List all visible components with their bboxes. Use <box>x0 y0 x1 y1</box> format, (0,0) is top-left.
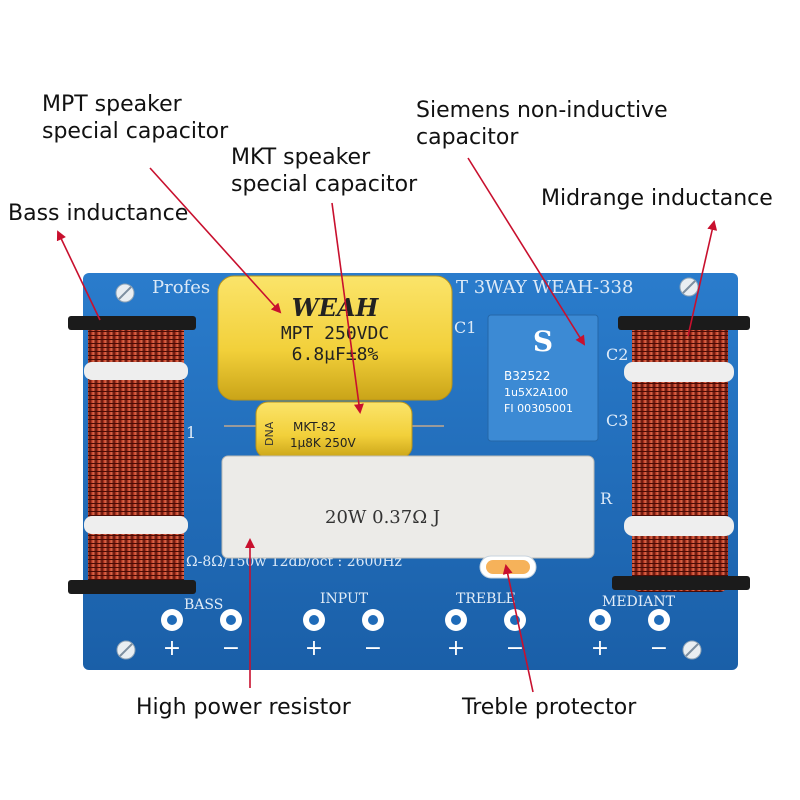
label-siemens-capacitor: Siemens non-inductive capacitor <box>416 97 668 151</box>
label-mpt-line1: MPT speaker <box>42 92 182 117</box>
pcb-ref-c3: C3 <box>606 411 628 430</box>
section-bass: BASS <box>184 597 223 613</box>
polarity-minus-treble: − <box>506 636 524 661</box>
pcb-ref-r: R <box>600 489 613 508</box>
siemens-capacitor: S B32522 1u5X2A100 FI 00305001 <box>487 314 599 442</box>
polarity-plus-treble: + <box>447 636 465 661</box>
label-mkt-line1: MKT speaker <box>231 145 371 170</box>
label-siemens-line1: Siemens non-inductive <box>416 98 668 123</box>
mpt-line1: MPT 250VDC <box>281 323 389 344</box>
terminal-treble-plus[interactable] <box>445 609 467 631</box>
resistor-text: 20W 0.37Ω J <box>325 507 440 528</box>
label-mkt-line2: special capacitor <box>231 172 418 197</box>
arrow-mkt-capacitor <box>331 202 364 414</box>
screw-icon <box>682 640 702 660</box>
pcb-ref-c1: C1 <box>454 318 476 337</box>
polarity-plus-mid: + <box>591 636 609 661</box>
siemens-line1: B32522 <box>504 369 550 383</box>
terminal-input-minus[interactable] <box>362 609 384 631</box>
label-mpt-line2: special capacitor <box>42 119 229 144</box>
siemens-line2: 1u5X2A100 <box>504 386 568 399</box>
polarity-plus-bass: + <box>163 636 181 661</box>
mkt-side: DNA <box>263 421 276 446</box>
label-bass-inductance: Bass inductance <box>8 201 189 226</box>
arrow-bass-inductance <box>56 230 101 321</box>
section-treble: TREBLE <box>456 591 516 607</box>
label-power-resistor: High power resistor <box>136 695 351 720</box>
polarity-plus-input: + <box>305 636 323 661</box>
screw-icon <box>116 640 136 660</box>
polarity-minus-mid: − <box>650 636 668 661</box>
screw-icon <box>115 283 135 303</box>
mkt-line1: MKT-82 <box>293 420 336 434</box>
label-treble-protector: Treble protector <box>462 695 637 720</box>
label-siemens-line2: capacitor <box>416 125 519 150</box>
terminal-input-plus[interactable] <box>303 609 325 631</box>
siemens-line3: FI 00305001 <box>504 402 573 415</box>
mkt-capacitor: DNA MKT-82 1μ8K 250V <box>224 401 444 459</box>
section-input: INPUT <box>320 591 369 607</box>
power-resistor: 20W 0.37Ω J <box>221 455 595 559</box>
mkt-line2: 1μ8K 250V <box>290 436 356 450</box>
bass-inductor <box>68 316 196 594</box>
pcb-ref-c2: C2 <box>606 345 628 364</box>
terminal-bass-plus[interactable] <box>161 609 183 631</box>
label-mkt-capacitor: MKT speaker special capacitor <box>231 144 417 198</box>
arrow-siemens-capacitor <box>467 157 586 346</box>
arrow-midrange-inductance <box>687 220 718 337</box>
pcb-title-right: T 3WAY WEAH-338 <box>456 277 633 298</box>
terminal-mid-minus[interactable] <box>648 609 670 631</box>
polarity-minus-input: − <box>364 636 382 661</box>
mpt-brand: WEAH <box>292 293 380 322</box>
polarity-minus-bass: − <box>222 636 240 661</box>
pcb-title-left: Profes <box>152 277 210 298</box>
terminal-mid-plus[interactable] <box>589 609 611 631</box>
label-mpt-capacitor: MPT speaker special capacitor <box>42 91 228 145</box>
mpt-capacitor: WEAH MPT 250VDC 6.8μF±8% <box>217 275 453 401</box>
arrow-mpt-capacitor <box>149 167 282 314</box>
siemens-logo-icon: S <box>533 325 553 358</box>
midrange-inductor <box>612 316 750 592</box>
terminal-treble-minus[interactable] <box>504 609 526 631</box>
section-mediant: MEDIANT <box>602 594 676 610</box>
arrow-treble-protector <box>502 564 534 693</box>
screw-icon <box>679 277 699 297</box>
terminal-bass-minus[interactable] <box>220 609 242 631</box>
pcb-ref-1: 1 <box>186 423 196 442</box>
label-midrange-inductance: Midrange inductance <box>541 186 773 211</box>
mpt-line2: 6.8μF±8% <box>292 344 379 365</box>
